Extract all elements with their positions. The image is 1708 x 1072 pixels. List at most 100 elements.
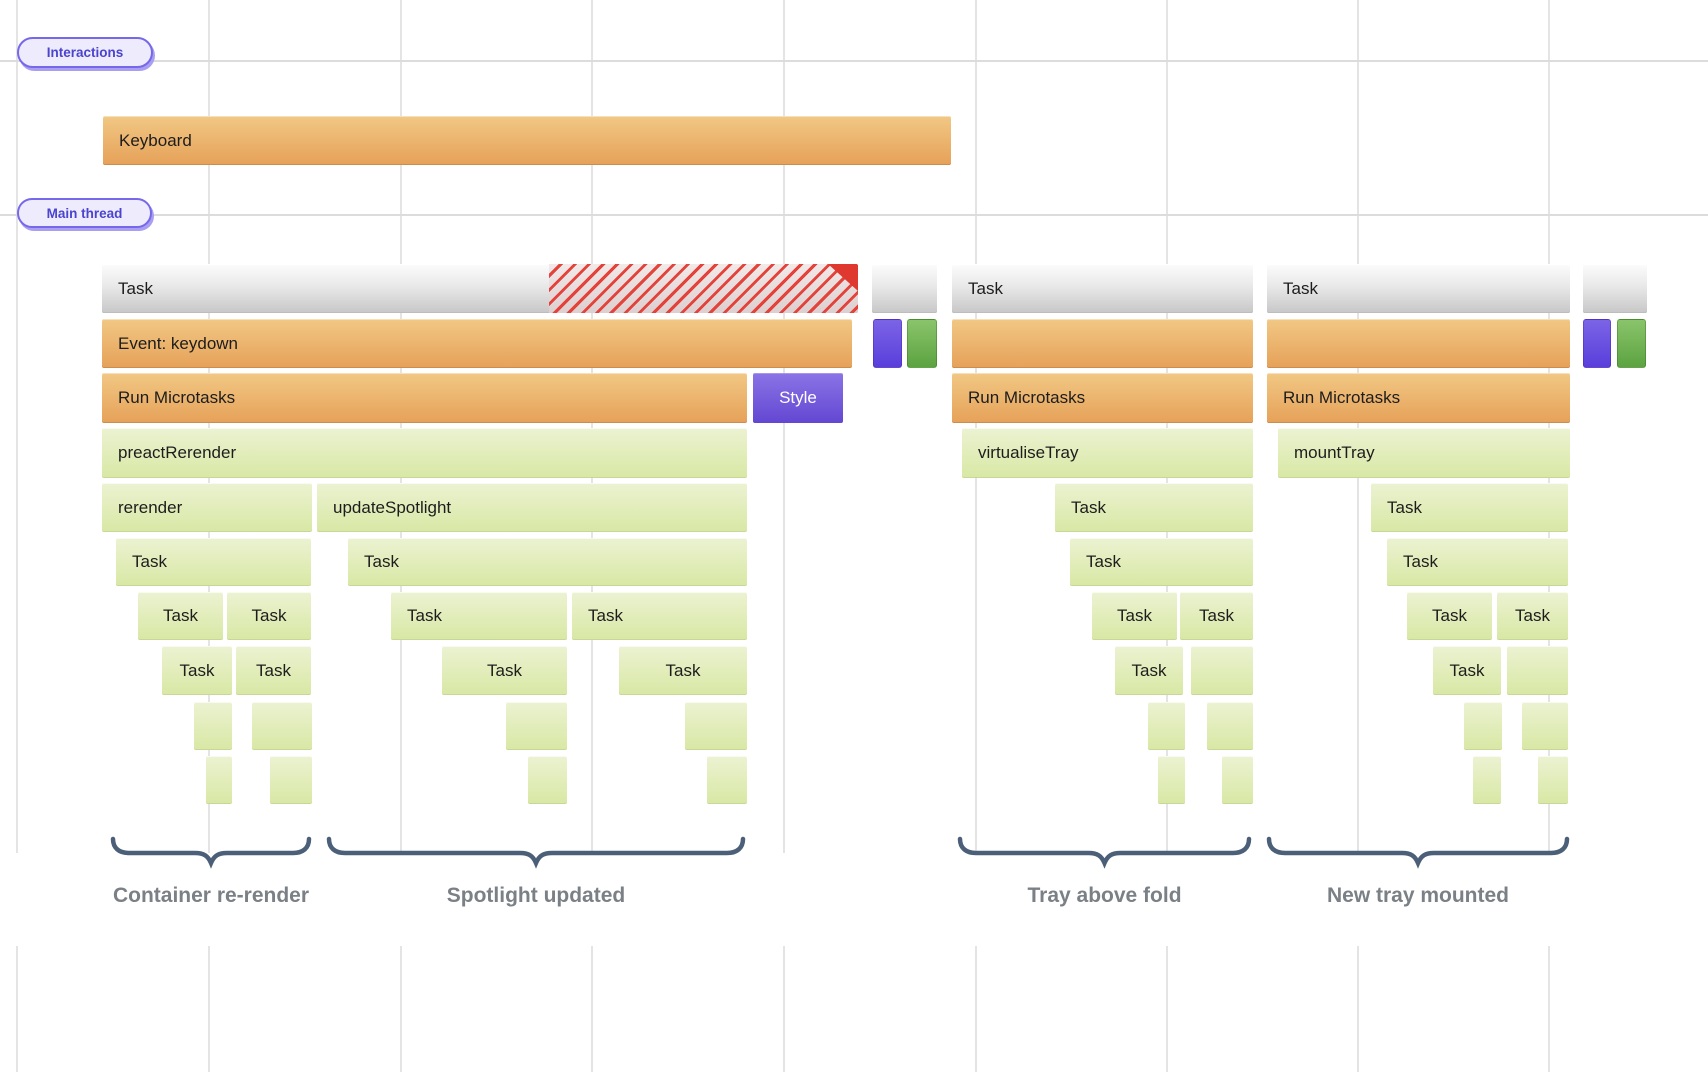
flame-bar-task[interactable]: Task — [1267, 264, 1570, 313]
flame-bar-task[interactable]: Task — [572, 592, 747, 640]
flame-bar-unlabeled[interactable] — [1538, 756, 1568, 804]
flame-bar-rerender[interactable]: rerender — [102, 483, 312, 532]
flame-bar-unlabeled[interactable] — [506, 702, 567, 750]
flame-bar-unlabeled[interactable] — [1583, 319, 1611, 368]
flame-bar-task[interactable]: Task — [348, 538, 747, 586]
annotation-brace — [110, 836, 312, 869]
gridline-vertical — [16, 946, 18, 1072]
flame-bar-unlabeled[interactable] — [1473, 756, 1501, 804]
flame-bar-task[interactable]: Task — [391, 592, 567, 640]
flame-bar-task[interactable]: Task — [1371, 483, 1568, 532]
flame-bar-task[interactable]: Task — [162, 646, 232, 695]
flame-bar-unlabeled[interactable] — [270, 756, 312, 804]
flame-bar-style[interactable]: Style — [753, 373, 843, 423]
flame-bar-task[interactable]: Task — [1055, 483, 1253, 532]
flame-bar-unlabeled[interactable] — [907, 319, 937, 368]
flame-bar-task[interactable]: Task — [1070, 538, 1253, 586]
bar-label: Task — [118, 278, 153, 298]
flame-bar-unlabeled[interactable] — [1464, 702, 1502, 750]
main-thread-track-label[interactable]: Main thread — [17, 198, 152, 228]
long-task-alert-triangle-icon — [828, 264, 858, 291]
flame-bar-task[interactable]: Task — [138, 592, 223, 640]
bar-label: Task — [251, 606, 287, 625]
gridline-vertical — [1357, 0, 1359, 853]
flame-bar-mounttray[interactable]: mountTray — [1278, 428, 1570, 478]
flame-bar-task[interactable]: Task — [102, 264, 858, 313]
flame-bar-unlabeled[interactable] — [1522, 702, 1568, 750]
flame-bar-unlabeled[interactable] — [528, 756, 567, 804]
flame-bar-unlabeled[interactable] — [1267, 319, 1570, 368]
flame-bar-event-keydown[interactable]: Event: keydown — [102, 319, 852, 368]
interaction-event-bar-keyboard[interactable]: Keyboard — [103, 116, 951, 165]
gridline-vertical — [1548, 946, 1550, 1072]
flame-bar-task[interactable]: Task — [227, 592, 311, 640]
flame-bar-unlabeled[interactable] — [685, 702, 747, 750]
flame-bar-unlabeled[interactable] — [707, 756, 747, 804]
gridline-vertical — [591, 0, 593, 853]
gridline-horizontal — [0, 60, 1708, 62]
long-task-hatch-overlay — [549, 264, 858, 313]
flame-bar-task[interactable]: Task — [116, 538, 311, 586]
gridline-vertical — [591, 946, 593, 1072]
flame-bar-task[interactable]: Task — [1497, 592, 1568, 640]
flame-bar-preactrerender[interactable]: preactRerender — [102, 428, 747, 478]
flame-bar-unlabeled[interactable] — [1617, 319, 1646, 368]
flame-bar-unlabeled[interactable] — [873, 319, 902, 368]
gridline-vertical — [208, 946, 210, 1072]
bar-label: Style — [779, 388, 817, 407]
flame-bar-unlabeled[interactable] — [1148, 702, 1185, 750]
bar-label: rerender — [118, 497, 183, 517]
flame-bar-run-microtasks[interactable]: Run Microtasks — [1267, 373, 1570, 423]
bar-label: Task — [1432, 606, 1467, 625]
bar-label: Task — [1449, 660, 1485, 680]
flame-bar-task[interactable]: Task — [1115, 646, 1183, 695]
flame-bar-task[interactable]: Task — [1407, 592, 1492, 640]
flame-bar-task[interactable]: Task — [1387, 538, 1568, 586]
bar-label: Task — [487, 660, 522, 680]
flame-bar-unlabeled[interactable] — [1222, 756, 1253, 804]
flame-bar-unlabeled[interactable] — [206, 756, 232, 804]
flame-bar-unlabeled[interactable] — [1207, 702, 1253, 750]
flame-bar-task[interactable]: Task — [236, 646, 311, 695]
bar-label: Run Microtasks — [1283, 388, 1401, 407]
annotation-brace — [957, 836, 1252, 869]
bar-label: Task — [1199, 606, 1234, 625]
flame-bar-task[interactable]: Task — [442, 646, 567, 695]
flame-bar-unlabeled[interactable] — [1583, 264, 1647, 313]
flame-bar-unlabeled[interactable] — [1158, 756, 1185, 804]
bar-label: Task — [1086, 552, 1121, 571]
interactions-track-label[interactable]: Interactions — [17, 37, 153, 68]
flame-bar-updatespotlight[interactable]: updateSpotlight — [317, 483, 747, 532]
bar-label: Task — [256, 660, 291, 680]
bar-label: Task — [179, 660, 215, 680]
annotation-label: New tray mounted — [1326, 884, 1510, 907]
bar-label: Run Microtasks — [968, 388, 1086, 407]
flame-bar-run-microtasks[interactable]: Run Microtasks — [952, 373, 1253, 423]
flame-bar-unlabeled[interactable] — [194, 702, 232, 750]
annotation-label: Container re-render — [112, 884, 310, 907]
bar-label: virtualiseTray — [978, 443, 1079, 462]
annotation-brace — [326, 836, 746, 869]
bar-label: Task — [1131, 660, 1167, 680]
flame-bar-unlabeled[interactable] — [952, 319, 1253, 368]
bar-label: Task — [1387, 497, 1422, 517]
flame-bar-task[interactable]: Task — [1433, 646, 1501, 695]
flame-bar-virtualisetray[interactable]: virtualiseTray — [962, 428, 1253, 478]
bar-label: Task — [1515, 606, 1550, 625]
gridline-vertical — [975, 0, 977, 853]
bar-label: Event: keydown — [118, 333, 239, 353]
flame-bar-unlabeled[interactable] — [872, 264, 937, 313]
bar-label: Task — [407, 606, 442, 625]
flame-bar-unlabeled[interactable] — [252, 702, 312, 750]
flame-bar-task[interactable]: Task — [952, 264, 1253, 313]
flame-bar-task[interactable]: Task — [619, 646, 747, 695]
flame-bar-task[interactable]: Task — [1092, 592, 1177, 640]
flame-bar-unlabeled[interactable] — [1191, 646, 1253, 695]
gridline-vertical — [1166, 946, 1168, 1072]
bar-label: updateSpotlight — [333, 497, 452, 517]
flame-bar-run-microtasks[interactable]: Run Microtasks — [102, 373, 747, 423]
bar-label: Run Microtasks — [118, 388, 236, 407]
bar-label: Task — [1403, 552, 1438, 571]
flame-bar-unlabeled[interactable] — [1507, 646, 1568, 695]
flame-bar-task[interactable]: Task — [1180, 592, 1253, 640]
